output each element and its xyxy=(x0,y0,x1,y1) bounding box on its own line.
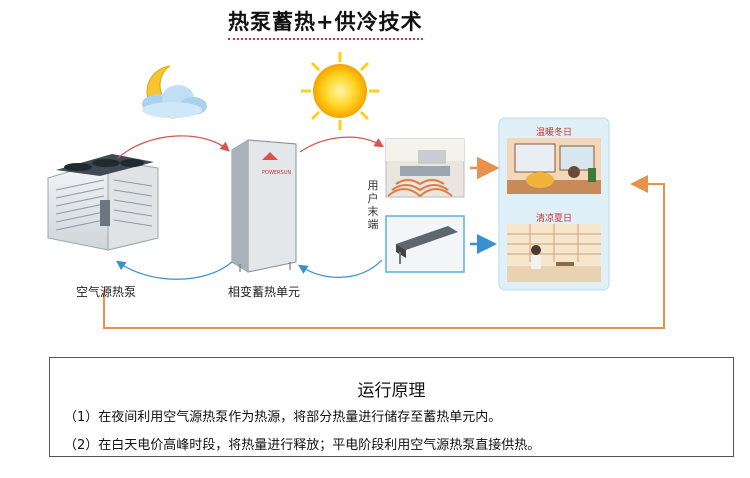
air-source-heat-pump-image xyxy=(47,154,159,251)
principle-line-1: （1）在夜间利用空气源热泵作为热源，将部分热量进行储存至蓄热单元内。 xyxy=(64,410,502,425)
summer-scene-label: 清凉夏日 xyxy=(535,214,572,224)
scene-panel xyxy=(498,117,610,291)
user-terminal-label: 用户末端 xyxy=(367,179,379,231)
fan-coil-image xyxy=(385,215,465,273)
storage-unit-image xyxy=(231,139,297,273)
moon-cloud-icon xyxy=(142,65,207,119)
air-source-heat-pump-label: 空气源热泵 xyxy=(76,285,137,299)
principle-title: 运行原理 xyxy=(357,381,426,401)
arrow-terminal-to-storage xyxy=(297,259,383,278)
arrow-storage-to-terminal xyxy=(299,136,385,153)
summer-scene-image xyxy=(507,224,601,282)
storage-unit-label: 相变蓄热单元 xyxy=(228,285,301,299)
floor-heating-image xyxy=(385,138,465,198)
winter-scene-label: 温暖冬日 xyxy=(535,128,572,138)
arrow-storage-to-pump xyxy=(116,260,233,280)
storage-brand-text: POWERSUN xyxy=(262,170,291,176)
supply-loop-line xyxy=(103,175,665,329)
diagram-title: 热泵蓄热+供冷技术 xyxy=(228,6,423,40)
principle-line-2: （2）在白天电价高峰时段，将热量进行释放；平电阶段利用空气源热泵直接供热。 xyxy=(64,438,541,453)
principle-box: 运行原理 （1）在夜间利用空气源热泵作为热源，将部分热量进行储存至蓄热单元内。 … xyxy=(49,357,734,457)
sun-icon xyxy=(301,52,379,130)
arrow-pump-to-storage xyxy=(117,135,230,159)
winter-scene-image xyxy=(507,138,601,194)
